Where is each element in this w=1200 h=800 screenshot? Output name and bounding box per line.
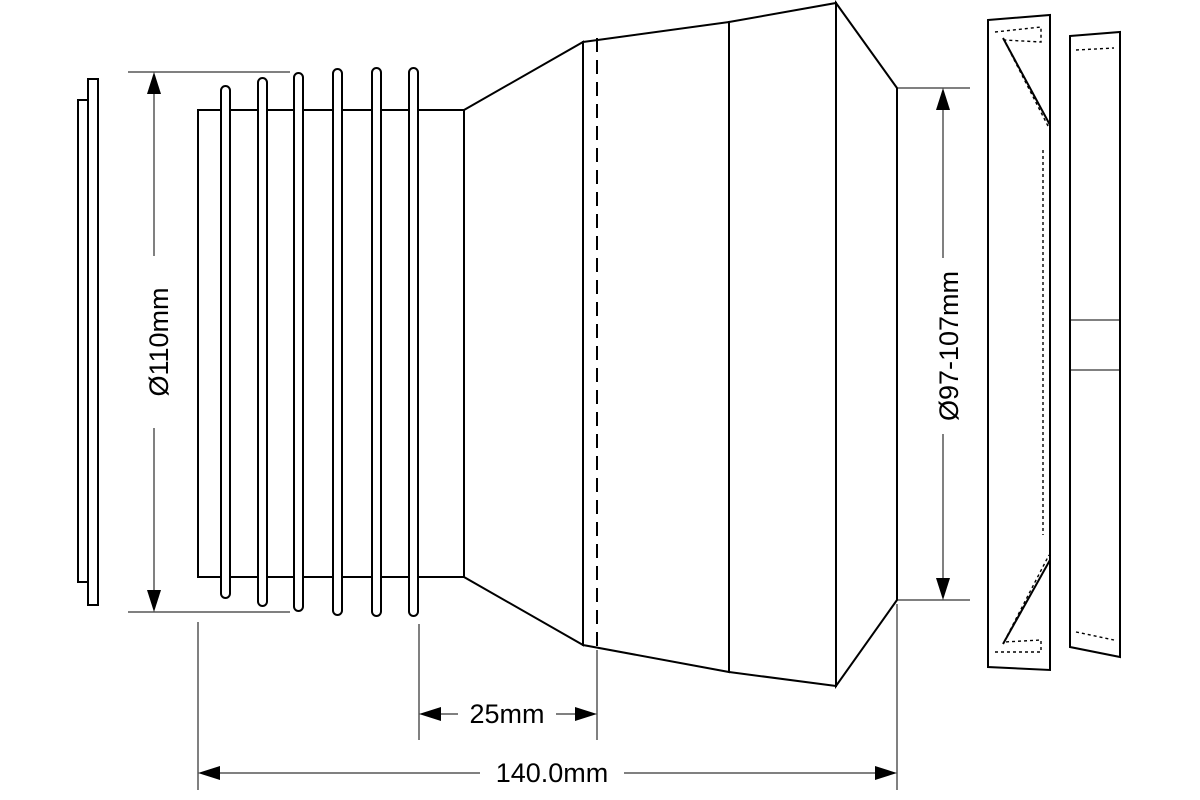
rib-3 [293,72,304,612]
dimension-insertion-depth: 25mm [418,624,598,740]
socket-body [582,0,898,690]
rib-5 [371,67,382,617]
dimension-overall-length: 140.0mm [197,604,898,790]
overall-length-label: 140.0mm [496,758,609,788]
dimension-outlet-diameter: Ø97-107mm [897,87,970,601]
outlet-diameter-label: Ø97-107mm [934,271,964,421]
right-gasket-profile [987,13,1051,672]
conical-transition [463,40,584,647]
right-flat-ring [1069,30,1121,659]
rib-6 [408,67,419,617]
insertion-depth-label: 25mm [469,699,544,729]
left-seal-ring [77,78,99,606]
rib-2 [257,77,268,607]
socket-collar [728,1,837,688]
rib-1 [220,85,231,599]
inlet-diameter-label: Ø110mm [144,287,174,396]
dimension-inlet-diameter: Ø110mm [128,71,290,613]
rib-4 [332,68,343,616]
outlet-taper [835,0,898,690]
corrugated-inlet-body [197,67,465,617]
